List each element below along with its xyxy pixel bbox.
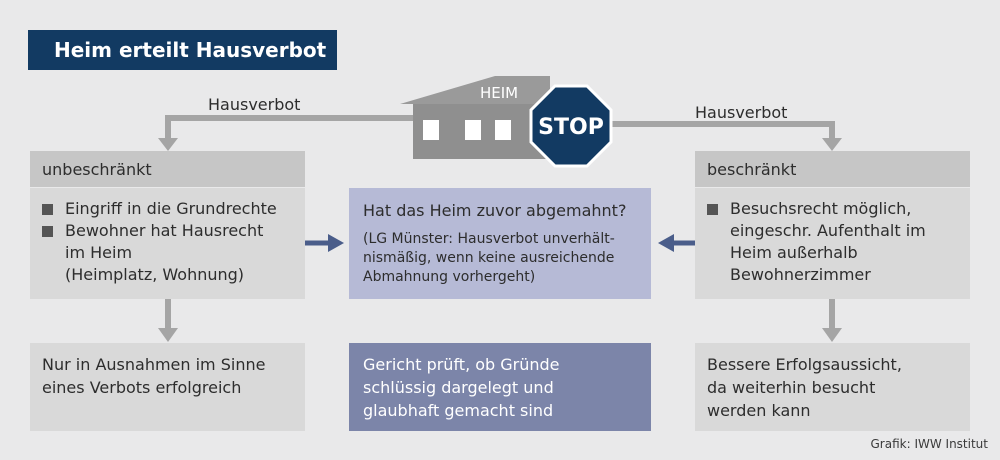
list-item: Bewohner hat Hausrecht [42,220,295,242]
bullet-icon [707,204,718,215]
list-item-continuation: (Heimplatz, Wohnung) [65,265,245,284]
arrow-to-unbeschraenkt [165,115,420,140]
house-icon: HEIM STOP [400,76,613,168]
house-label: HEIM [480,84,518,102]
arrowhead-right-top [822,138,842,151]
arrowhead-left-top [158,138,178,151]
list-item: Besuchsrecht möglich, [707,198,960,220]
beschraenkt-header: beschränkt [695,151,970,187]
center-result-box: Gericht prüft, ob Gründe schlüssig darge… [349,343,651,431]
unbeschraenkt-panel: Eingriff in die Grundrechte Bewohner hat… [30,188,305,299]
list-item-continuation: eingeschr. Aufenthalt im [730,221,926,240]
arrowhead-left-bottom [158,328,178,342]
list-item-continuation: Bewohnerzimmer [730,265,871,284]
unbeschraenkt-header: unbeschränkt [30,151,305,187]
abmahnung-question: Hat das Heim zuvor abgemahnt? [363,201,627,220]
list-item-continuation: im Heim [65,243,133,262]
right-result-box: Bessere Erfolgsaussicht, da weiterhin be… [695,343,970,431]
arrowhead-right-bottom [822,328,842,342]
arrow-right-label: Hausverbot [695,103,788,122]
credit-text: Grafik: IWW Institut [870,437,989,451]
arrow-left-label: Hausverbot [208,95,301,114]
arrowhead-center-right [658,234,674,252]
stop-sign-icon [529,84,613,168]
left-result-box: Nur in Ausnahmen im Sinne eines Verbots … [30,343,305,431]
arrow-to-beschraenkt [610,121,835,140]
page-title: Heim erteilt Hausverbot [28,30,337,70]
bullet-icon [42,204,53,215]
list-item-continuation: Heim außerhalb [730,243,858,262]
bullet-icon [42,226,53,237]
beschraenkt-panel: Besuchsrecht möglich, eingeschr. Aufenth… [695,188,970,299]
list-item: Eingriff in die Grundrechte [42,198,295,220]
arrowhead-center-left [328,234,344,252]
stop-label: STOP [538,115,604,140]
abmahnung-question-box: Hat das Heim zuvor abgemahnt? (LG Münste… [349,188,651,299]
